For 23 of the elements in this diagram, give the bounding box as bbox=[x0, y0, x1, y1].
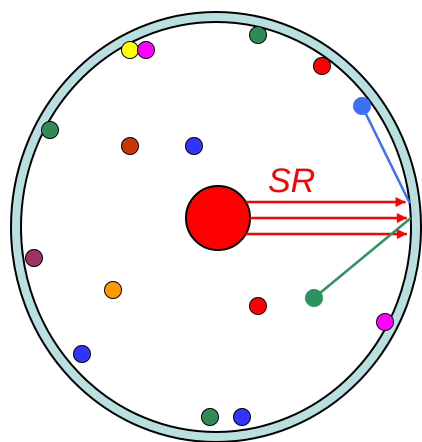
arrow bbox=[250, 213, 407, 223]
particle-dot bbox=[305, 289, 323, 307]
particle-dot bbox=[121, 137, 139, 155]
particle-dot bbox=[353, 97, 371, 115]
arrow bbox=[246, 229, 407, 239]
arrow bbox=[246, 197, 406, 207]
particle-dot bbox=[249, 297, 267, 315]
particle-dot bbox=[185, 137, 203, 155]
particle-dot bbox=[313, 57, 331, 75]
particle-dot bbox=[25, 249, 43, 267]
particle-dot bbox=[73, 345, 91, 363]
particle-dot bbox=[137, 41, 155, 59]
particle-dot bbox=[249, 26, 267, 44]
line bbox=[319, 217, 412, 294]
particle-dot bbox=[121, 41, 139, 59]
particle-dot bbox=[201, 408, 219, 426]
particle-dot bbox=[376, 313, 394, 331]
particle-dot bbox=[41, 121, 59, 139]
particle-dot bbox=[233, 408, 251, 426]
particle-dot bbox=[104, 281, 122, 299]
ring bbox=[10, 11, 422, 442]
line bbox=[364, 112, 411, 204]
arrow-label: SR bbox=[268, 164, 316, 198]
